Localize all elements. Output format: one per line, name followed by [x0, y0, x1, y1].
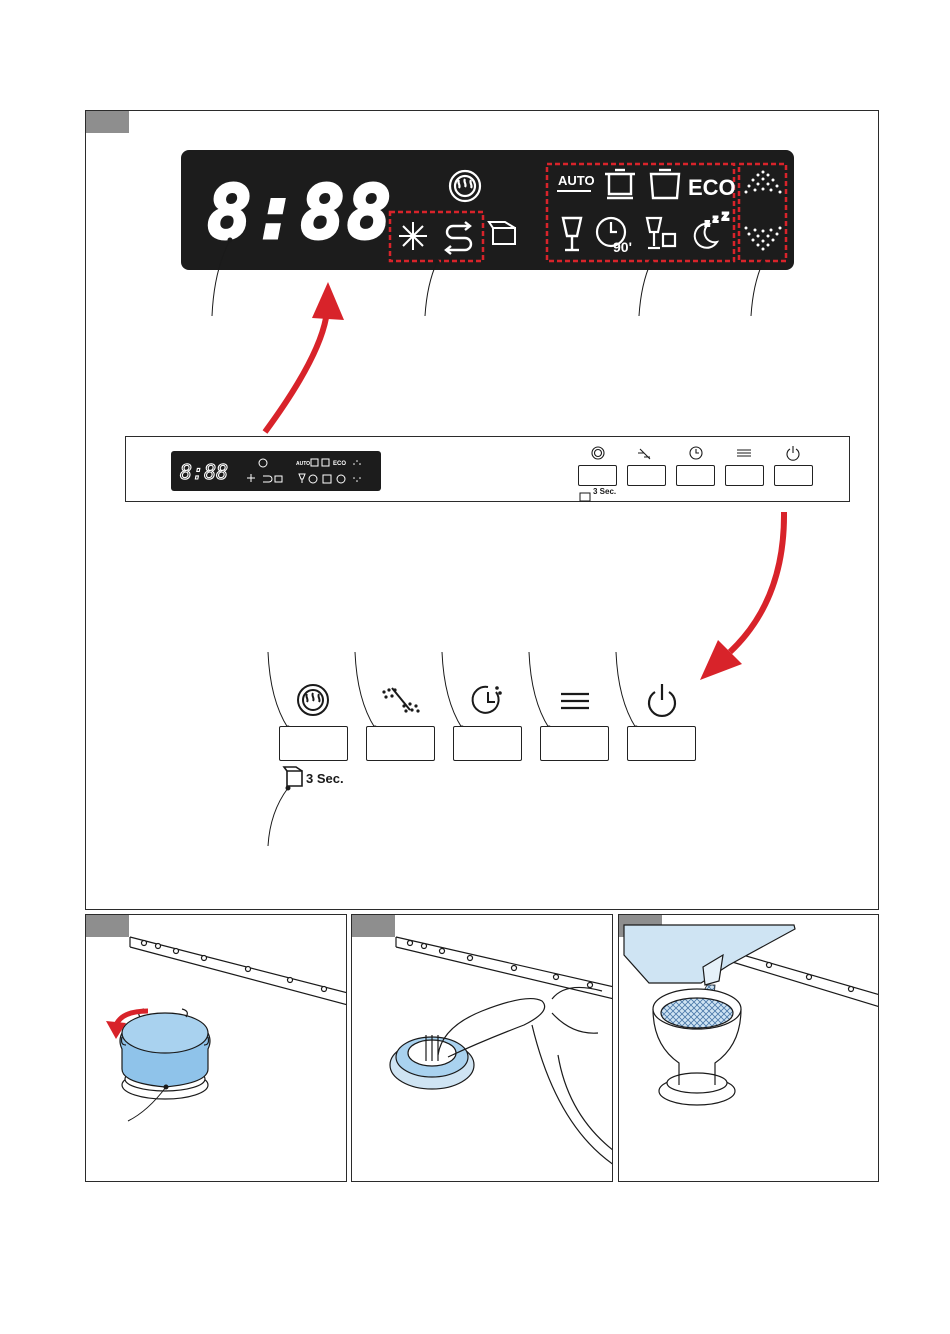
- svg-text:z: z: [705, 218, 710, 228]
- svg-text:z: z: [713, 214, 718, 225]
- strip-hold-hint: 3 Sec.: [593, 487, 616, 496]
- strip-hygiene-button[interactable]: [578, 465, 617, 486]
- power-button[interactable]: [627, 726, 696, 761]
- upper-spray-icon: [745, 171, 782, 194]
- lower-spray-icon: [745, 227, 782, 251]
- enlarged-display: 8:88 AUTO ECO: [181, 150, 794, 270]
- rinse-aid-icon: [399, 222, 427, 250]
- svg-text:Z: Z: [722, 211, 729, 223]
- salt-refill-icon: [446, 222, 471, 254]
- glass-program-icon: [563, 218, 581, 250]
- strip-timer-icon: [690, 447, 702, 459]
- timer-button[interactable]: [453, 726, 522, 761]
- intensive-pot-icon: [605, 170, 635, 198]
- salt-reservoir-base: [659, 1073, 735, 1105]
- strip-spray-icon: [638, 449, 650, 459]
- spray-arm: [396, 937, 613, 999]
- menu-button[interactable]: [540, 726, 609, 761]
- figure-tab: [86, 111, 129, 133]
- strip-spray-button[interactable]: [627, 465, 666, 486]
- strip-power-icon: [787, 446, 799, 460]
- strip-power-button[interactable]: [774, 465, 813, 486]
- strip-menu-button[interactable]: [725, 465, 764, 486]
- strip-timer-button[interactable]: [676, 465, 715, 486]
- display-auto-label: AUTO: [558, 173, 595, 188]
- hold-hint: 3 Sec.: [306, 771, 344, 786]
- strip-door-icon: [580, 493, 590, 501]
- display-time: 8:88: [207, 170, 393, 256]
- normal-pot-icon: [651, 170, 679, 198]
- salt-fill-figure: [618, 914, 879, 1182]
- salt-package: [624, 925, 795, 985]
- night-program-icon: z z Z: [695, 211, 729, 248]
- water-fill-figure: [351, 914, 613, 1182]
- hygiene-button[interactable]: [279, 726, 348, 761]
- control-panel-strip: 8:88 AUTO ECO 3 Sec.: [125, 436, 850, 502]
- spray-arm: [729, 951, 879, 1007]
- glass-and-pot-icon: [647, 218, 675, 248]
- hygiene-indicator-icon: [450, 171, 480, 201]
- spray-arm: [130, 937, 347, 1005]
- display-eco-label: ECO: [688, 175, 736, 200]
- strip-hygiene-icon: [592, 447, 604, 459]
- spray-button[interactable]: [366, 726, 435, 761]
- strip-menu-icon: [737, 450, 751, 456]
- salt-cap: [120, 1009, 210, 1087]
- door-open-icon: [489, 222, 515, 244]
- display-duration-label: 90': [613, 239, 632, 255]
- salt-funnel: [653, 989, 741, 1075]
- salt-cap-figure: [85, 914, 347, 1182]
